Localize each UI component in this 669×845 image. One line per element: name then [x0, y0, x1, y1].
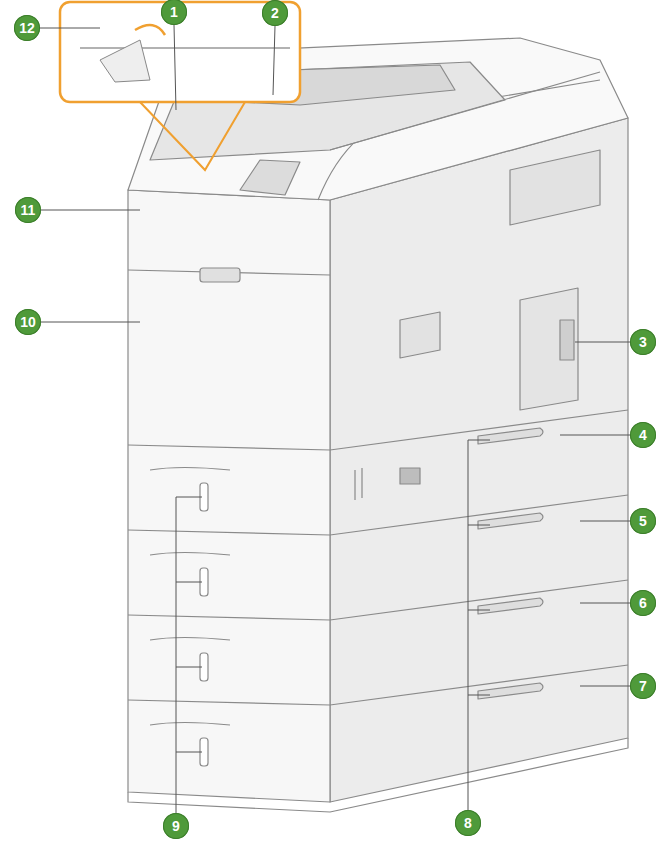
paper-support-open: [100, 40, 150, 82]
leader-line: [41, 322, 140, 323]
leader-line: [176, 582, 202, 583]
tray-line: [128, 530, 330, 535]
leader-line: [41, 210, 140, 211]
inset-pointer: [140, 102, 245, 170]
callout-number: 3: [630, 329, 656, 355]
callout-number: 8: [455, 810, 481, 836]
leader-line: [580, 521, 630, 522]
base: [128, 738, 628, 812]
tray-handle: [478, 428, 543, 444]
cover-handle: [200, 268, 240, 282]
tray-line: [330, 580, 628, 620]
printer-side: [330, 118, 628, 802]
cover-latch: [560, 320, 574, 360]
tray-grip: [150, 553, 230, 556]
leader-line: [580, 686, 630, 687]
callout-number: 5: [630, 508, 656, 534]
tray-grip: [150, 638, 230, 641]
callout-number: 4: [630, 422, 656, 448]
tray-grip: [150, 468, 230, 471]
leader-line: [468, 440, 490, 810]
vent: [510, 150, 600, 225]
cover-line: [330, 72, 600, 150]
callout-number: 12: [14, 15, 40, 41]
tray-handle: [478, 513, 543, 529]
tray-line: [128, 615, 330, 620]
vent: [354, 470, 355, 500]
tray-handle: [478, 598, 543, 614]
vent: [400, 312, 440, 358]
callout-number: 6: [630, 590, 656, 616]
callout-number: 11: [15, 197, 41, 223]
leader-line: [468, 525, 490, 526]
unit-line: [330, 410, 628, 450]
callout-number: 1: [161, 0, 187, 25]
power-switch: [400, 468, 420, 484]
tray-handle: [478, 683, 543, 699]
leader-line: [560, 435, 630, 436]
callout-number: 10: [15, 309, 41, 335]
printer-front: [128, 190, 330, 802]
inset-detail: [80, 47, 290, 49]
leader-line: [468, 610, 490, 611]
control-board-cover: [520, 288, 578, 410]
leader-line: [176, 667, 202, 668]
tray-line: [330, 495, 628, 535]
leader-line: [176, 497, 202, 752]
leader-line: [468, 695, 490, 696]
open-arrow: [135, 25, 165, 35]
leader-line: [575, 342, 630, 343]
paper-support: [240, 160, 300, 195]
callout-number: 9: [163, 813, 189, 839]
tray-line: [330, 665, 628, 705]
leader-line: [174, 25, 176, 110]
leader-line: [580, 603, 630, 604]
unit-line: [128, 445, 330, 450]
leader-line: [176, 752, 202, 813]
tray-line: [128, 700, 330, 705]
leader-line: [273, 26, 275, 95]
callout-number: 2: [262, 0, 288, 26]
vent: [361, 468, 362, 498]
callout-number: 7: [630, 673, 656, 699]
tray-grip: [150, 723, 230, 726]
leader-line: [40, 28, 100, 29]
